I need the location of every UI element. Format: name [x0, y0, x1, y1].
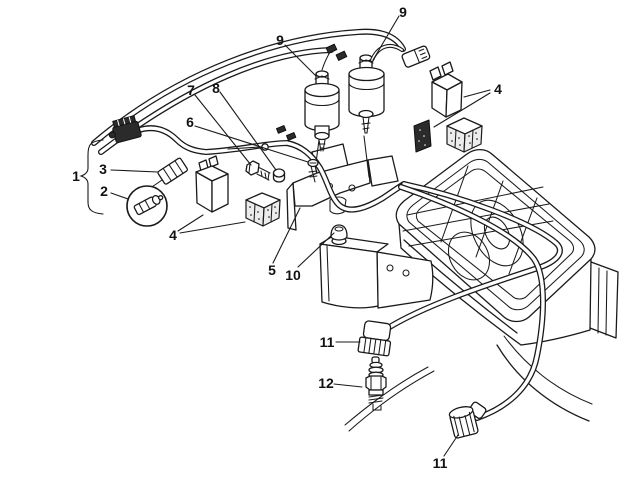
coil-screw: [318, 139, 326, 152]
grommet: [330, 224, 348, 246]
leader-lines: [110, 15, 491, 457]
callout-7: 7: [187, 82, 195, 98]
coil-connector: [401, 45, 431, 68]
intake-trumpet: [448, 231, 490, 281]
harness-connector: [108, 115, 142, 144]
callout-9-right: 9: [399, 4, 407, 20]
pan-screw: [307, 158, 319, 183]
callout-3: 3: [99, 161, 107, 177]
coil-lead-wire: [370, 43, 404, 62]
hex-bolt: [245, 160, 271, 181]
callout-11-upper: 11: [320, 334, 335, 350]
axis-line: [363, 135, 370, 178]
callout-6: 6: [186, 114, 194, 130]
callout-9-left: 9: [276, 32, 284, 48]
detail-circle-part-2: [126, 185, 168, 227]
ignition-coil-left: [304, 51, 340, 152]
callout-11-lower: 11: [433, 455, 448, 471]
callout-10: 10: [285, 267, 301, 283]
callout-8: 8: [212, 80, 220, 96]
relay-socket-right: [413, 117, 483, 153]
callout-5: 5: [268, 262, 276, 278]
airbox: [395, 148, 619, 346]
plug-cap-lower: [448, 401, 487, 439]
relay-right: [429, 61, 463, 118]
callout-labels: 9 9 4 7 8 6 1 3 2 4 5 10 11 12 11: [72, 4, 502, 471]
callout-4-left: 4: [169, 227, 177, 243]
rear-fender-lines: [496, 335, 593, 422]
relay-socket-left: [245, 192, 281, 227]
frame-rail: [344, 366, 435, 432]
coil-mounting-bracket: [286, 143, 399, 231]
side-bracket-box: [319, 235, 434, 309]
washer-nut: [272, 168, 286, 183]
callout-2: 2: [100, 183, 108, 199]
relay-left: [195, 155, 229, 213]
brace-part-1: [79, 139, 104, 215]
coil-screw: [361, 116, 371, 134]
spark-plug: [365, 356, 387, 411]
callout-1: 1: [72, 168, 80, 184]
callout-4-right: 4: [494, 81, 502, 97]
callout-12: 12: [318, 375, 334, 391]
plug-cap-horizontal: [357, 320, 392, 357]
spade-terminals: [276, 43, 348, 141]
ignition-coil-right: [348, 54, 385, 134]
connector-3: [140, 157, 188, 197]
